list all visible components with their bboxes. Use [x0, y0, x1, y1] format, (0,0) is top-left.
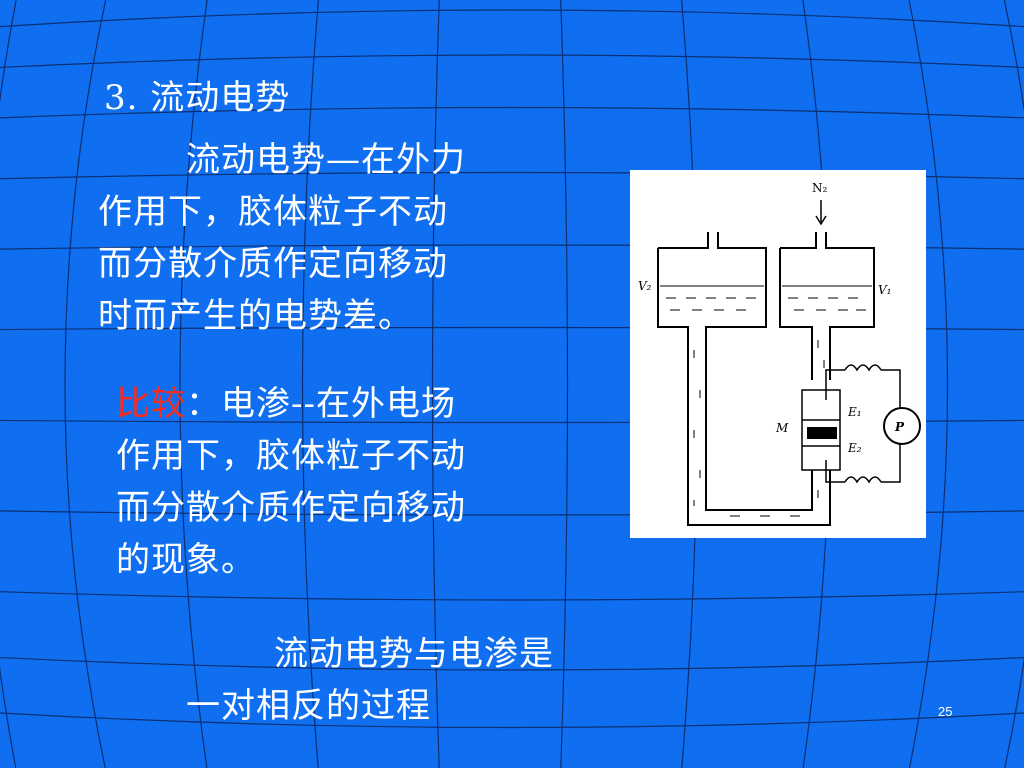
comparison-line-2: 作用下，胶体粒子不动	[116, 436, 466, 476]
definition-line-2: 作用下，胶体粒子不动	[98, 192, 448, 232]
slide-number: 25	[938, 704, 953, 719]
label-n2: N₂	[812, 181, 828, 195]
label-p: P	[894, 420, 905, 434]
definition-line-4: 时而产生的电势差。	[98, 296, 413, 336]
label-e2: E₂	[847, 441, 862, 455]
comparison-line-1-text: 电渗--在外电场	[221, 384, 456, 424]
conclusion-line-1: 流动电势与电渗是	[186, 628, 656, 680]
comparison-line-1: 比较：电渗--在外电场	[116, 378, 576, 430]
definition-line-1: 流动电势—在外力	[98, 134, 568, 186]
comparison-label: 比较	[116, 384, 186, 424]
conclusion-line-2: 一对相反的过程	[186, 686, 431, 726]
comparison-paragraph: 比较：电渗--在外电场 作用下，胶体粒子不动 而分散介质作定向移动 的现象。	[116, 378, 576, 586]
label-v2: V₂	[638, 279, 652, 293]
conclusion-line-1-text: 流动电势与电渗是	[274, 634, 554, 674]
streaming-potential-apparatus-diagram: N₂ V₂ V₁ M E₁ E₂ P	[630, 170, 926, 538]
comparison-colon: ：	[186, 384, 221, 424]
definition-paragraph: 流动电势—在外力 作用下，胶体粒子不动 而分散介质作定向移动 时而产生的电势差。	[98, 134, 568, 342]
comparison-line-4: 的现象。	[116, 540, 256, 580]
apparatus-svg: N₂ V₂ V₁ M E₁ E₂ P	[638, 181, 921, 526]
slide-heading: 3. 流动电势	[104, 78, 291, 118]
definition-line-3: 而分散介质作定向移动	[98, 244, 448, 284]
label-m: M	[775, 421, 789, 435]
label-e1: E₁	[847, 405, 862, 419]
comparison-line-3: 而分散介质作定向移动	[116, 488, 466, 528]
definition-line-1-text: 流动电势—在外力	[186, 140, 466, 180]
label-v1: V₁	[878, 283, 891, 297]
conclusion-paragraph: 流动电势与电渗是 一对相反的过程	[186, 628, 656, 732]
